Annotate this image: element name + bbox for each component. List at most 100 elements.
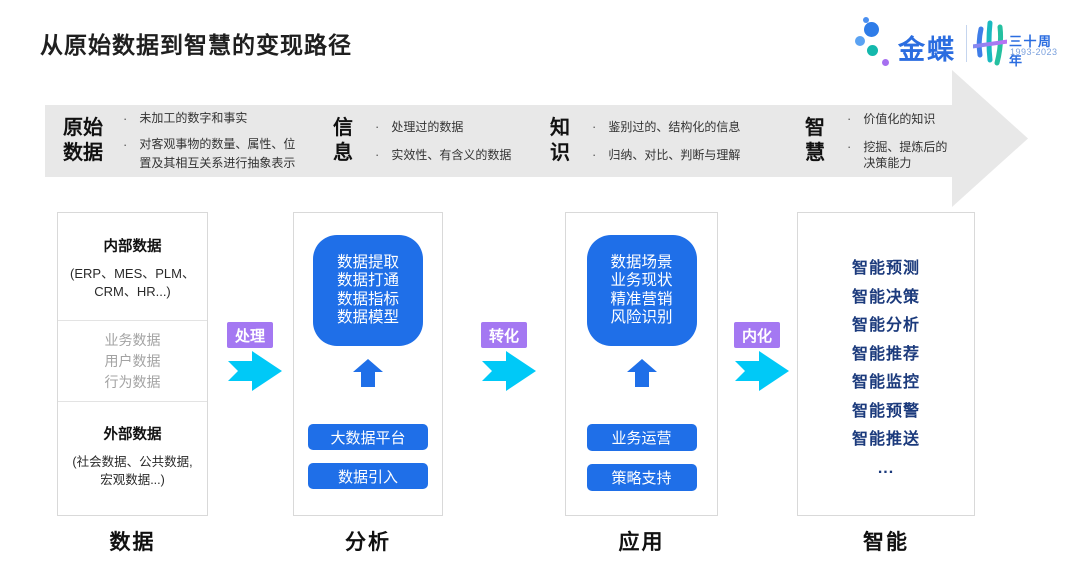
stage-label-line: 原始 bbox=[63, 117, 103, 139]
stage-point: · 挖掘、提炼后的决策能力 bbox=[847, 139, 952, 171]
footer-label-data: 数据 bbox=[109, 531, 156, 554]
logo-dot bbox=[867, 45, 878, 56]
stage-points: · 价值化的知识 · 挖掘、提炼后的决策能力 bbox=[847, 111, 952, 171]
up-arrow-icon bbox=[353, 359, 383, 387]
bubble-line: 风险识别 bbox=[610, 309, 673, 326]
flow-label-transform: 转化 bbox=[481, 322, 527, 348]
stage-knowledge: 知识 · 鉴别过的、结构化的信息 · 归纳、对比、判断与理解 bbox=[550, 105, 740, 177]
column-analysis: 数据提取 数据打通 数据指标 数据模型 大数据平台 数据引入 bbox=[293, 212, 443, 516]
intelligence-item: 智能监控 bbox=[851, 374, 920, 391]
stage-point-text: 未加工的数字和事实 bbox=[139, 111, 248, 125]
internal-data-line: (ERP、MES、PLM、 bbox=[70, 266, 195, 281]
intelligence-item: 智能预测 bbox=[851, 260, 920, 277]
stage-label-line: 慧 bbox=[805, 142, 825, 164]
external-data-line: 宏观数据...) bbox=[100, 473, 165, 487]
data-types-section: 业务数据 用户数据 行为数据 bbox=[58, 321, 207, 402]
bubble-line: 业务现状 bbox=[610, 272, 673, 289]
bullet-dot-icon: · bbox=[847, 139, 852, 154]
dikw-banner: 原始数据 · 未加工的数字和事实 · 对客观事物的数量、属性、位置及其相互关系进行抽… bbox=[45, 105, 952, 177]
stage-point: · 价值化的知识 bbox=[847, 111, 952, 127]
column-application: 数据场景 业务现状 精准营销 风险识别 业务运营 策略支持 bbox=[565, 212, 718, 516]
column-data: 内部数据 (ERP、MES、PLM、CRM、HR...) 业务数据 用户数据 行… bbox=[57, 212, 208, 516]
stage-point-text: 鉴别过的、结构化的信息 bbox=[608, 120, 741, 134]
kingdee-logo: 金蝶 三十周年 1993-2023 bbox=[850, 12, 1060, 72]
stage-label-line: 数据 bbox=[63, 142, 103, 164]
external-data-section: 外部数据 (社会数据、公共数据, 宏观数据...) bbox=[58, 402, 207, 489]
stage-information: 信息 · 处理过的数据 ·实效性、有含义的数据 bbox=[333, 105, 511, 177]
stage-point: · 未加工的数字和事实 bbox=[123, 109, 301, 128]
kingdee-logo-dots-icon bbox=[852, 15, 894, 69]
footer-label-intelligence: 智能 bbox=[863, 531, 909, 554]
intelligence-item: 智能决策 bbox=[851, 288, 920, 306]
banner-arrowhead bbox=[952, 70, 1028, 207]
chip-strategy-support: 策略支持 bbox=[586, 464, 697, 491]
stage-label-line: 识 bbox=[550, 142, 570, 164]
bullet-dot-icon: · bbox=[592, 119, 597, 134]
stage-label: 智慧 bbox=[805, 116, 825, 166]
intelligence-item: 智能分析 bbox=[851, 317, 920, 334]
intelligence-item: 智能预警 bbox=[851, 402, 920, 420]
data-type-item: 行为数据 bbox=[104, 374, 161, 390]
stage-label-line: 信 bbox=[333, 117, 353, 139]
flow-label-internalize: 内化 bbox=[734, 322, 780, 348]
chip-data-import: 数据引入 bbox=[308, 463, 428, 489]
footer-label-analysis: 分析 bbox=[345, 531, 391, 554]
bubble-line: 数据场景 bbox=[610, 253, 673, 271]
analysis-bubble: 数据提取 数据打通 数据指标 数据模型 bbox=[313, 235, 423, 346]
bullet-dot-icon: · bbox=[847, 111, 852, 126]
logo-dot bbox=[882, 59, 889, 66]
intelligence-item: 智能推送 bbox=[851, 431, 920, 448]
stage-points: · 鉴别过的、结构化的信息 · 归纳、对比、判断与理解 bbox=[592, 119, 740, 163]
bubble-line: 数据模型 bbox=[336, 309, 399, 326]
stage-label-line: 息 bbox=[333, 142, 353, 164]
external-data-line: (社会数据、公共数据, bbox=[72, 455, 193, 469]
bullet-dot-icon: · bbox=[592, 147, 597, 162]
flow-arrow-icon bbox=[482, 351, 536, 391]
stage-label: 原始数据 bbox=[63, 116, 103, 166]
stage-point: · 鉴别过的、结构化的信息 bbox=[592, 119, 740, 135]
bullet-dot-icon: · bbox=[123, 137, 128, 152]
bullet-dot-icon: · bbox=[375, 119, 380, 134]
stage-point-text: 价值化的知识 bbox=[863, 112, 936, 126]
internal-data-systems: (ERP、MES、PLM、CRM、HR...) bbox=[58, 265, 207, 301]
stage-point-text: 处理过的数据 bbox=[391, 120, 464, 134]
logo-dot bbox=[855, 36, 865, 46]
thirty-anniversary-icon bbox=[973, 20, 1007, 66]
stage-raw-data: 原始数据 · 未加工的数字和事实 · 对客观事物的数量、属性、位置及其相互关系进行抽… bbox=[63, 105, 301, 177]
stage-wisdom: 智慧 · 价值化的知识 · 挖掘、提炼后的决策能力 bbox=[805, 105, 952, 177]
stage-points: · 未加工的数字和事实 · 对客观事物的数量、属性、位置及其相互关系进行抽象表示 bbox=[123, 109, 301, 173]
logo-dot bbox=[864, 22, 879, 37]
external-data-systems: (社会数据、公共数据, 宏观数据...) bbox=[58, 453, 207, 489]
stage-point-text: 对客观事物的数量、属性、位置及其相互关系进行抽象表示 bbox=[139, 137, 296, 170]
data-type-item: 用户数据 bbox=[104, 353, 161, 369]
flow-arrow-icon bbox=[735, 351, 789, 391]
internal-data-section: 内部数据 (ERP、MES、PLM、CRM、HR...) bbox=[58, 213, 207, 321]
intelligence-item: 智能推荐 bbox=[851, 345, 920, 363]
flow-label-process: 处理 bbox=[227, 322, 273, 348]
logo-divider bbox=[966, 25, 967, 62]
brand-name: 金蝶 bbox=[898, 35, 956, 65]
bubble-line: 数据指标 bbox=[336, 290, 399, 308]
stage-label: 信息 bbox=[333, 116, 353, 166]
stage-point: ·实效性、有含义的数据 bbox=[375, 147, 511, 163]
stage-label-line: 知 bbox=[550, 117, 570, 139]
anniversary-label: 三十周年 bbox=[1009, 34, 1053, 68]
bubble-line: 数据提取 bbox=[336, 253, 399, 271]
stage-label-line: 智 bbox=[805, 117, 825, 139]
footer-label-application: 应用 bbox=[618, 531, 665, 554]
intelligence-item: ... bbox=[877, 459, 895, 477]
internal-data-heading: 内部数据 bbox=[103, 239, 162, 255]
stage-point: · 处理过的数据 bbox=[375, 119, 511, 135]
external-data-heading: 外部数据 bbox=[103, 427, 162, 443]
page-title: 从原始数据到智慧的变现路径 bbox=[40, 32, 352, 58]
up-arrow-icon bbox=[626, 359, 657, 387]
stage-point-text: 挖掘、提炼后的决策能力 bbox=[863, 140, 948, 170]
bullet-dot-icon: · bbox=[123, 111, 128, 126]
stage-point-text: 归纳、对比、判断与理解 bbox=[608, 148, 741, 162]
stage-points: · 处理过的数据 ·实效性、有含义的数据 bbox=[375, 119, 511, 163]
chip-business-operation: 业务运营 bbox=[586, 424, 697, 451]
data-type-item: 业务数据 bbox=[104, 332, 161, 348]
bullet-dot-icon: · bbox=[375, 147, 380, 162]
logo-dot bbox=[863, 17, 869, 23]
stage-label: 知识 bbox=[550, 116, 570, 166]
